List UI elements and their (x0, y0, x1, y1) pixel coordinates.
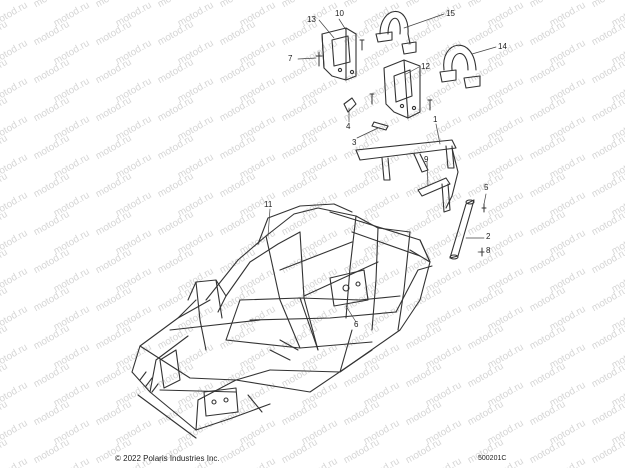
callout-6: 6 (354, 320, 359, 329)
bracket-part-12 (383, 59, 421, 119)
callout-15: 15 (446, 9, 455, 18)
callout-1: 1 (433, 115, 438, 124)
callout-3: 3 (352, 138, 357, 147)
brace-part-9 (417, 177, 451, 213)
main-frame (131, 203, 433, 439)
callout-4: 4 (346, 122, 351, 131)
callout-2: 2 (486, 232, 491, 241)
callout-11: 11 (264, 200, 273, 209)
roll-hoop-part-14 (439, 44, 481, 89)
tube-part-2 (449, 199, 475, 260)
clip-part-3 (371, 121, 389, 131)
copyright-notice: © 2022 Polaris Industries Inc. (115, 454, 220, 463)
clip-part-4 (343, 97, 357, 113)
callout-12: 12 (421, 62, 430, 71)
callout-5: 5 (484, 183, 489, 192)
callout-13: 13 (307, 15, 316, 24)
diagram-reference-code: 500201C (478, 455, 507, 462)
callout-14: 14 (498, 42, 507, 51)
fasteners (315, 39, 487, 257)
callout-8: 8 (486, 246, 491, 255)
callout-10: 10 (335, 9, 344, 18)
callout-9: 9 (424, 155, 429, 164)
callout-7: 7 (288, 54, 293, 63)
leader-lines (267, 13, 497, 323)
bracket-part-13 (321, 27, 357, 81)
roll-hoop-part-15 (375, 10, 417, 55)
